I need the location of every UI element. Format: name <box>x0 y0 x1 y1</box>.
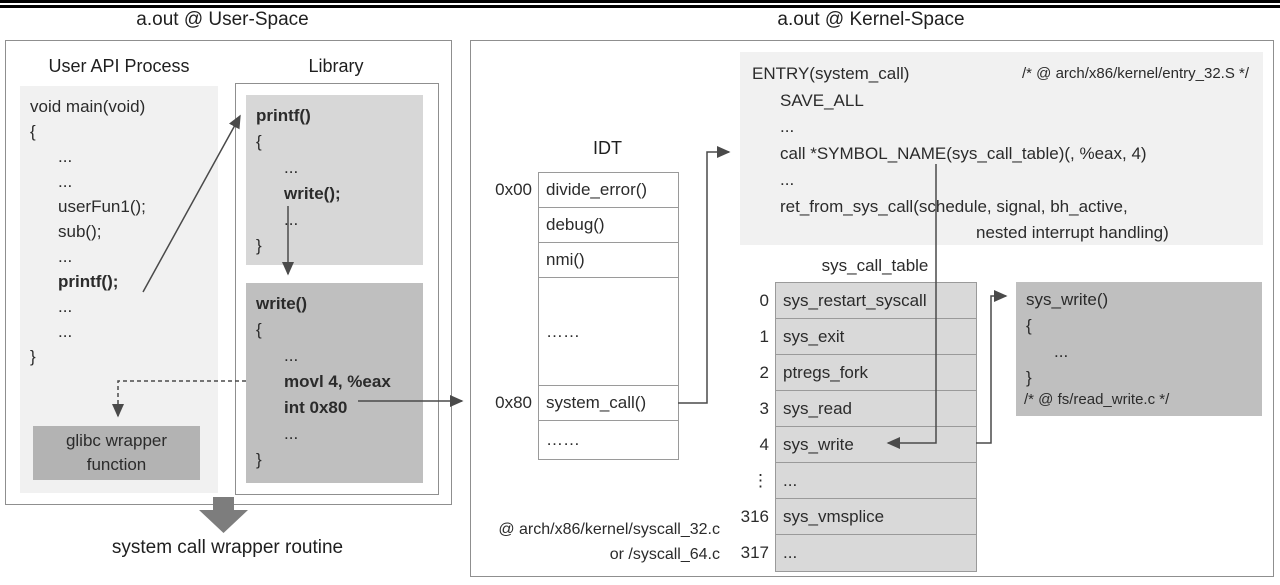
table-row: 317... <box>741 535 976 571</box>
row-label: sys_write <box>783 434 854 454</box>
code-line: { <box>1026 316 1032 335</box>
printf-code-block: printf() {... write();...} <box>246 95 423 265</box>
row-index: 2 <box>759 362 769 382</box>
user-api-process-heading: User API Process <box>48 56 190 76</box>
code-line: nested interrupt handling) <box>976 223 1169 242</box>
row-index: 4 <box>759 434 769 454</box>
sys-write-box: sys_write() {...} /* @ fs/read_write.c */ <box>1016 282 1262 416</box>
footnote-line1: @ arch/x86/kernel/syscall_32.c <box>498 521 720 538</box>
code-line: ... <box>284 158 299 177</box>
table-row: 0 sys_restart_syscall <box>760 283 976 319</box>
code-line: ... <box>58 297 73 316</box>
code-line: ... <box>284 210 299 229</box>
entry-file-comment: /* @ arch/x86/kernel/entry_32.S */ <box>1022 65 1250 82</box>
user-space-title: a.out @ User-Space <box>136 9 309 30</box>
table-row: 1 sys_exit <box>760 319 976 355</box>
row-label: sys_vmsplice <box>783 506 885 526</box>
table-row: 3 sys_read <box>760 391 976 427</box>
code-line: write(); <box>284 184 341 203</box>
code-line: ... <box>780 170 795 189</box>
top-border-bar <box>0 0 1280 8</box>
system-call-wrapper-label: system call wrapper routine <box>111 537 344 558</box>
code-line: { <box>256 132 262 151</box>
code-line: sys_write() <box>1026 290 1109 309</box>
table-row: 2 ptregs_fork <box>760 355 976 391</box>
row-label: …… <box>546 321 580 341</box>
code-line: } <box>1026 368 1032 387</box>
table-row: 316 sys_vmsplice <box>741 499 976 535</box>
code-line: ... <box>58 172 73 191</box>
code-line: printf(); <box>58 272 119 291</box>
code-line: } <box>256 236 262 255</box>
code-line: ... <box>58 147 73 166</box>
row-label: debug() <box>546 215 605 234</box>
code-line: printf() <box>256 106 311 125</box>
entry-code-lines: ENTRY(system_call) SAVE_ALL... call *SYMBO… <box>740 52 1263 247</box>
table-row: 4 sys_write <box>760 427 976 463</box>
code-line: ... <box>284 346 299 365</box>
table-row: ⋮... <box>752 463 976 499</box>
row-index: 0 <box>759 290 769 310</box>
code-line: userFun1(); <box>58 197 146 216</box>
row-index: ⋮ <box>752 470 769 490</box>
row-index: 1 <box>759 326 769 346</box>
row-index: 316 <box>740 506 769 526</box>
sys-write-code-lines: sys_write() {...} <box>1016 282 1262 391</box>
code-line: sub(); <box>58 222 102 241</box>
code-line: ... <box>58 322 73 341</box>
row-label: sys_read <box>783 398 852 418</box>
code-line: write() <box>256 294 307 313</box>
row-label: sys_restart_syscall <box>783 290 927 310</box>
row-label: ... <box>783 543 798 562</box>
code-line: SAVE_ALL <box>780 90 864 110</box>
code-line: { <box>30 122 36 141</box>
code-line: call *SYMBOL_NAME(sys_call_table)(, %eax… <box>780 143 1147 163</box>
code-line: { <box>256 320 262 339</box>
code-line: ... <box>1054 342 1069 361</box>
code-line: ENTRY(system_call) <box>752 64 910 83</box>
code-line: ... <box>780 117 795 136</box>
row-label: ptregs_fork <box>783 362 869 382</box>
glibc-wrapper-line2: function <box>86 455 147 474</box>
write-code-block: write() {... movl 4, %eax int 0x80...} <box>246 283 423 483</box>
row-index: 0x80 <box>495 393 532 412</box>
syscall-source-footnote: @ arch/x86/kernel/syscall_32.c or /sysca… <box>480 517 720 567</box>
entry-system-call-block: ENTRY(system_call) SAVE_ALL... call *SYMBO… <box>740 52 1263 245</box>
glibc-wrapper-box: glibc wrapper function <box>33 426 200 480</box>
row-index: 0x00 <box>495 180 532 199</box>
glibc-wrapper-line1: glibc wrapper <box>65 431 168 450</box>
sys-call-table-title: sys_call_table <box>821 256 929 275</box>
code-line: int 0x80 <box>284 398 348 417</box>
table-row: 0x80 system_call() <box>495 386 678 421</box>
code-line: } <box>30 347 36 366</box>
table-row: 0x00 divide_error() <box>495 173 678 208</box>
table-row: …… <box>539 421 678 459</box>
row-label: nmi() <box>546 250 585 269</box>
code-line: } <box>256 450 262 469</box>
table-row: …… <box>539 278 678 386</box>
row-label: …… <box>546 430 580 449</box>
code-line: ret_from_sys_call(schedule, signal, bh_a… <box>780 196 1128 216</box>
kernel-space-title: a.out @ Kernel-Space <box>777 9 965 30</box>
code-line: ... <box>58 247 73 266</box>
table-row: debug() <box>539 208 678 243</box>
idt-title: IDT <box>593 138 622 158</box>
sys-call-table: 0 sys_restart_syscall 1 sys_exit 2 ptregs_for… <box>741 282 977 572</box>
table-row: nmi() <box>539 243 678 278</box>
idt-table: 0x00 divide_error() debug() nmi() …… 0x80 syst… <box>495 172 679 460</box>
library-heading: Library <box>308 56 364 76</box>
footnote-line2: or /syscall_64.c <box>609 546 720 563</box>
row-label: sys_exit <box>783 326 845 346</box>
code-line: void main(void) <box>30 97 146 116</box>
row-label: divide_error() <box>546 180 648 199</box>
row-index: 317 <box>740 543 769 562</box>
code-line: movl 4, %eax <box>284 372 391 391</box>
row-label: ... <box>783 470 798 490</box>
sys-write-file-comment: /* @ fs/read_write.c */ <box>1024 391 1170 408</box>
row-index: 3 <box>759 398 769 418</box>
code-line: ... <box>284 424 299 443</box>
row-label: system_call() <box>546 393 647 412</box>
